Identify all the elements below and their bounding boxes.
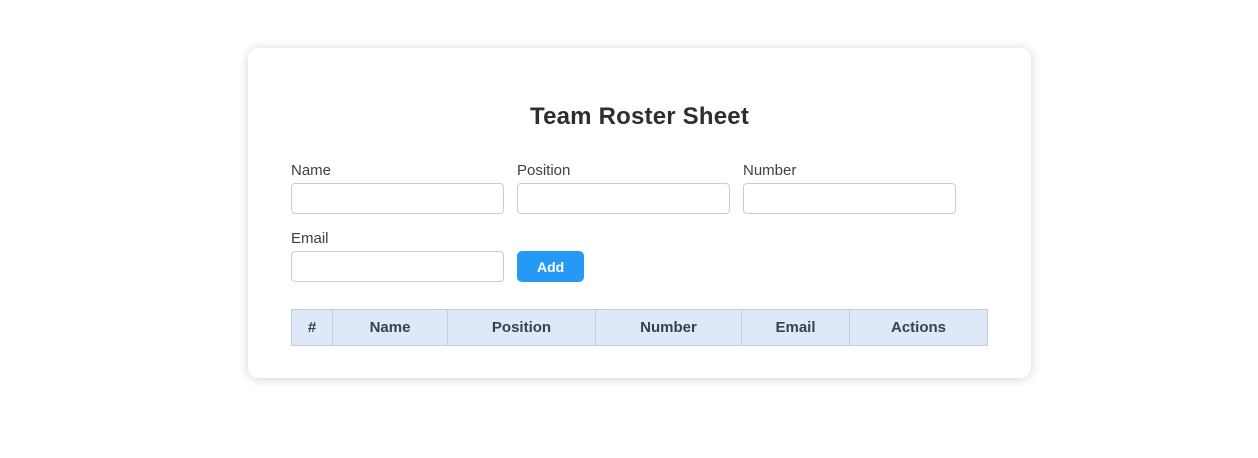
roster-table-header-row: # Name Position Number Email Actions: [291, 309, 988, 346]
email-input[interactable]: [291, 251, 504, 282]
email-field-group: Email: [291, 230, 504, 282]
name-input[interactable]: [291, 183, 504, 214]
email-label: Email: [291, 230, 329, 247]
position-input[interactable]: [517, 183, 730, 214]
number-label: Number: [743, 162, 797, 179]
header-cell-name: Name: [332, 309, 448, 346]
page-title: Team Roster Sheet: [529, 103, 750, 130]
header-cell-actions: Actions: [849, 309, 988, 346]
email-and-add-row: Email Add: [291, 230, 585, 282]
position-field-group: Position: [517, 162, 730, 214]
number-input[interactable]: [743, 183, 956, 214]
roster-table: # Name Position Number Email Actions: [291, 309, 988, 346]
position-label: Position: [517, 162, 571, 179]
form-row-1: Name Position Number: [291, 162, 988, 214]
roster-card: Team Roster Sheet Name Position Number E…: [248, 48, 1031, 378]
name-field-group: Name: [291, 162, 504, 214]
add-button[interactable]: Add: [517, 251, 585, 282]
header-cell-index: #: [291, 309, 333, 346]
header-cell-email: Email: [741, 309, 850, 346]
header-cell-number: Number: [595, 309, 742, 346]
header-cell-position: Position: [447, 309, 596, 346]
form-row-2: Email Add: [291, 230, 988, 282]
name-label: Name: [291, 162, 332, 179]
number-field-group: Number: [743, 162, 956, 214]
